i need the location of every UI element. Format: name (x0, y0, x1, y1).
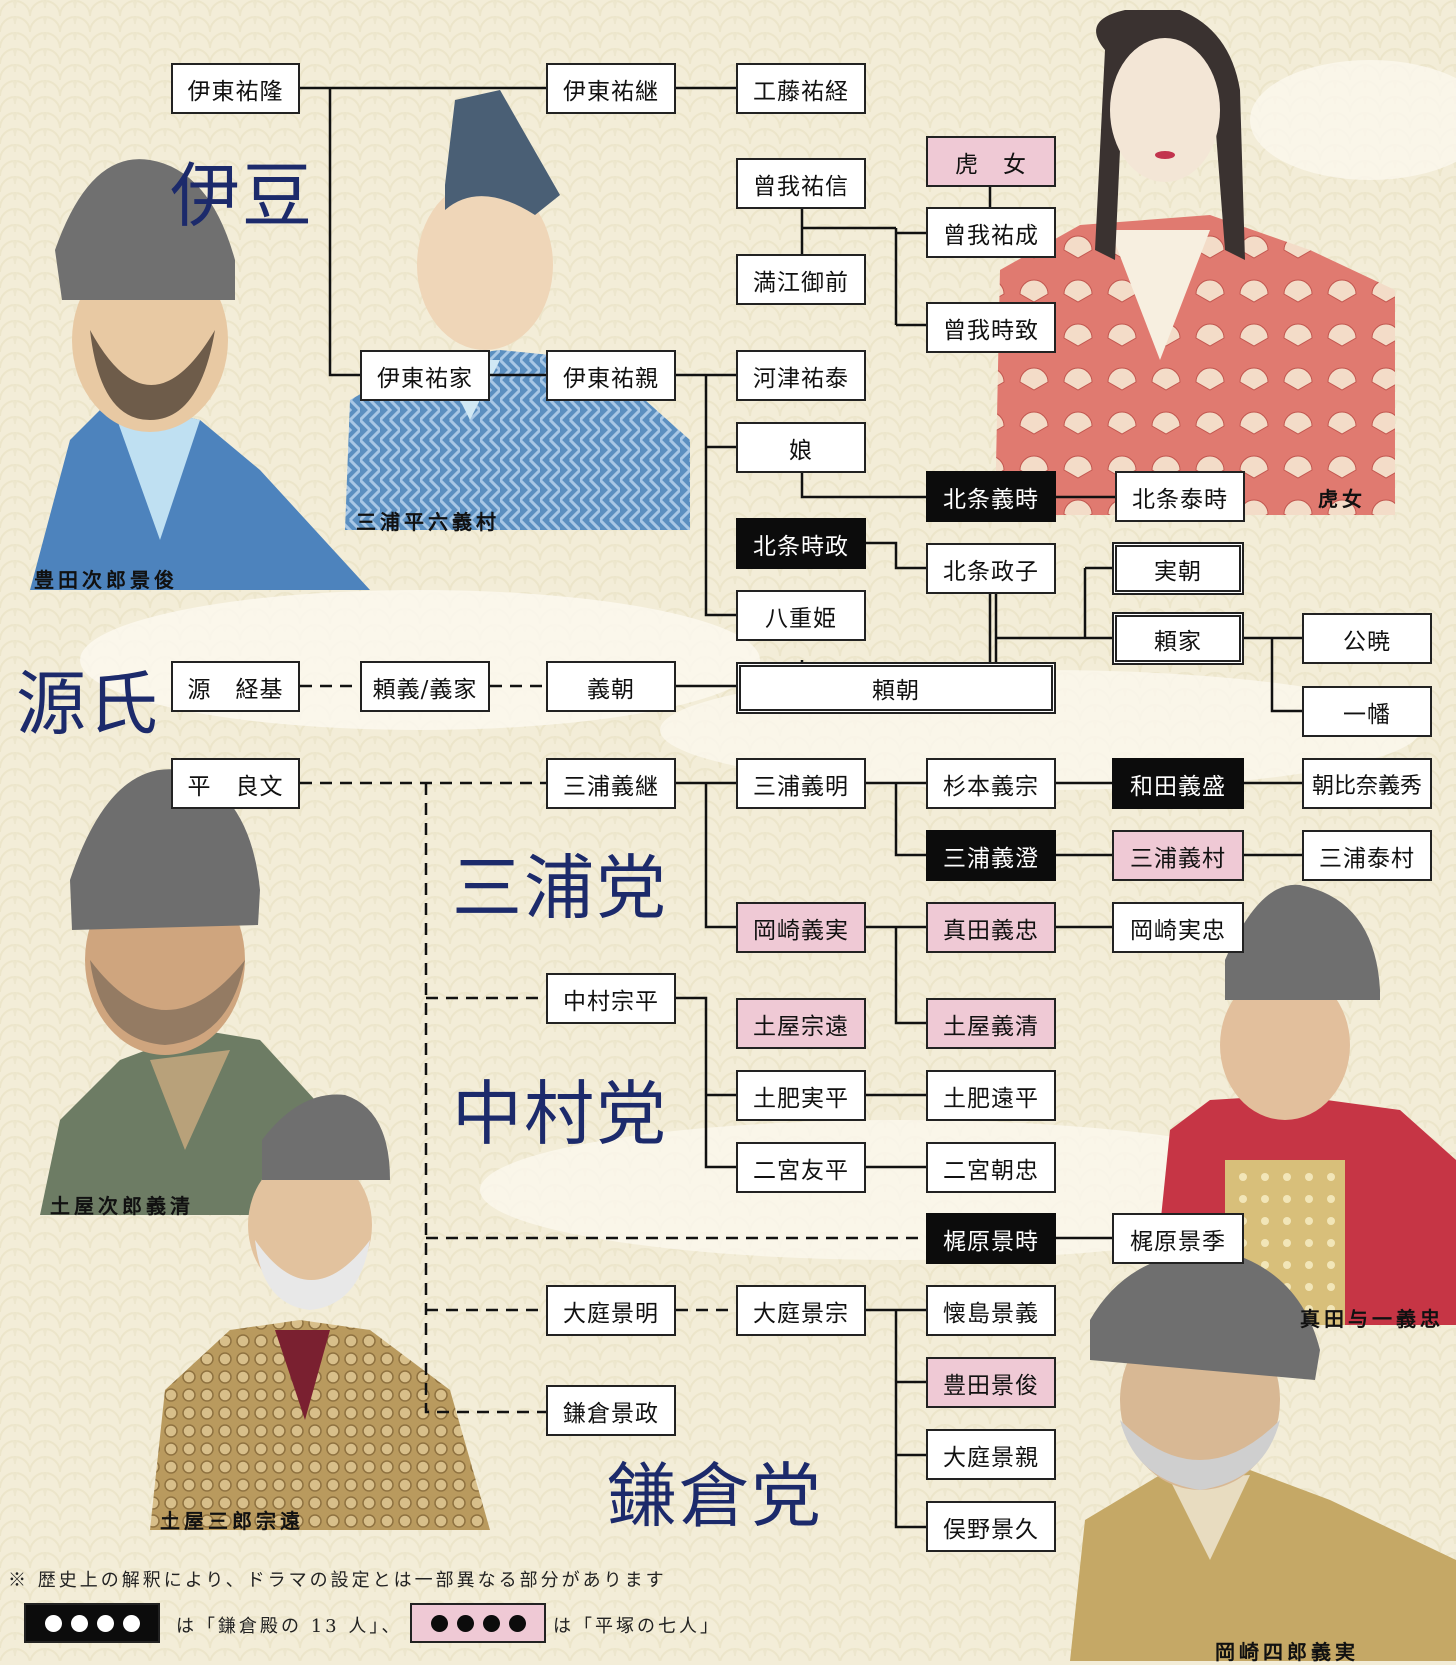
person-ito-sukechika: 伊東祐親 (546, 350, 676, 401)
portrait-okazaki-yoshizane (1070, 1250, 1456, 1661)
person-soga-sukenobu: 曾我祐信 (736, 158, 866, 209)
person-miura-yoshimura: 三浦義村 (1112, 830, 1244, 881)
person-okazaki-sanetada: 岡崎実忠 (1112, 902, 1244, 953)
portrait-caption-miura: 三浦平六義村 (356, 510, 500, 534)
person-sugimoto-yoshimune: 杉本義宗 (926, 758, 1056, 809)
person-oba-kageaki: 大庭景明 (546, 1285, 676, 1336)
person-oba-kagechika: 大庭景親 (926, 1429, 1056, 1480)
portrait-tsuchiya-yoshikiyo (40, 769, 320, 1215)
footnote: ※ 歴史上の解釈により、ドラマの設定とは一部異なる部分があります (8, 1570, 667, 1591)
person-hojo-yoshitoki: 北条義時 (926, 471, 1056, 522)
person-kugyo: 公暁 (1302, 613, 1432, 664)
person-tsuchiya-yoshikiyo: 土屋義清 (926, 998, 1056, 1049)
person-ito-sukeie: 伊東祐家 (360, 350, 490, 401)
person-yoshitomo: 義朝 (546, 661, 676, 712)
person-hojo-tokimasa: 北条時政 (736, 518, 866, 569)
person-hojo-yasutoki: 北条泰時 (1115, 471, 1245, 522)
person-kawazu-sukeyasu: 河津祐泰 (736, 350, 866, 401)
person-wada-yoshimori: 和田義盛 (1112, 758, 1244, 809)
person-hojo-masako: 北条政子 (926, 543, 1056, 594)
person-okazaki-yoshizane: 岡崎義実 (736, 902, 866, 953)
legend-black-text: は「鎌倉殿の 13 人」、 (176, 1616, 403, 1637)
person-yoritomo: 頼朝 (736, 662, 1056, 714)
person-miura-yoshizumi: 三浦義澄 (926, 830, 1056, 881)
region-label-genji: 源氏 (16, 663, 160, 745)
person-kajiwara-kagetoki: 梶原景時 (926, 1213, 1056, 1264)
person-miura-yoshitsugu: 三浦義継 (546, 758, 676, 809)
person-musume: 娘 (736, 422, 866, 473)
person-ito-suketsugu: 伊東祐継 (546, 63, 676, 114)
person-dohi-sanehira: 土肥実平 (736, 1070, 866, 1121)
person-kamakura-kagemasa: 鎌倉景政 (546, 1385, 676, 1436)
portrait-tsuchiya-munetoo (150, 1094, 490, 1530)
portrait-caption-tsuchiya-yoshikiyo: 土屋次郎義清 (50, 1194, 194, 1218)
legend-swatch-black (24, 1603, 160, 1643)
person-taira-yoshifumi: 平 良文 (171, 758, 300, 809)
portrait-caption-tsuchiya-munetoo: 土屋三郎宗遠 (160, 1509, 304, 1533)
person-matano-kagehisa: 俣野景久 (926, 1501, 1056, 1552)
person-minamoto-tsunemoto: 源 経基 (171, 661, 300, 712)
portrait-caption-tora: 虎女 (1318, 487, 1366, 511)
person-soga-sukenari: 曾我祐成 (926, 207, 1056, 258)
person-toyoda-kagetoshi: 豊田景俊 (926, 1357, 1056, 1408)
person-ichiman: 一幡 (1302, 686, 1432, 737)
person-ninomiya-tomohira: 二宮友平 (736, 1142, 866, 1193)
person-tsuchiya-munetoo: 土屋宗遠 (736, 998, 866, 1049)
person-mankou-gozen: 満江御前 (736, 254, 866, 305)
person-soga-tokimune: 曾我時致 (926, 302, 1056, 353)
person-sanetomo: 実朝 (1112, 542, 1244, 595)
legend-pink-text: は「平塚の七人」 (553, 1616, 721, 1637)
portrait-caption-toyoda: 豊田次郎景俊 (34, 568, 178, 592)
person-kaijima-kageyoshi: 懐島景義 (926, 1285, 1056, 1336)
person-ninomiya-tomotada: 二宮朝忠 (926, 1142, 1056, 1193)
person-tora-gozen: 虎 女 (926, 136, 1056, 187)
person-miura-yoshiaki: 三浦義明 (736, 758, 866, 809)
person-ito-suketaka: 伊東祐隆 (171, 63, 300, 114)
person-sanada-yoshitada: 真田義忠 (926, 902, 1056, 953)
portrait-caption-okazaki: 岡崎四郎義実 (1215, 1640, 1359, 1664)
person-asahina-yoshihide: 朝比奈義秀 (1302, 758, 1432, 809)
person-yaehime: 八重姫 (736, 590, 866, 641)
person-kajiwara-kagesue: 梶原景季 (1112, 1213, 1244, 1264)
region-label-nakamura: 中村党 (452, 1073, 668, 1155)
portrait-caption-sanada: 真田与一義忠 (1300, 1307, 1444, 1331)
person-yoriyoshi-yoshiie: 頼義/義家 (360, 661, 490, 712)
portrait-toyoda-kagetoshi (30, 159, 370, 590)
person-kudo-suketsune: 工藤祐経 (736, 63, 866, 114)
legend-swatch-pink (410, 1603, 546, 1643)
person-dohi-tohira: 土肥遠平 (926, 1070, 1056, 1121)
person-nakamura-munehira: 中村宗平 (546, 973, 676, 1024)
region-label-izu: 伊豆 (170, 155, 314, 237)
region-label-kamakura: 鎌倉党 (607, 1455, 823, 1537)
person-oba-kagemune: 大庭景宗 (736, 1285, 866, 1336)
person-miura-yasumura: 三浦泰村 (1302, 830, 1432, 881)
portrait-tora-gozen (995, 10, 1395, 515)
region-label-miura: 三浦党 (452, 847, 668, 929)
person-yoriie: 頼家 (1112, 612, 1244, 665)
